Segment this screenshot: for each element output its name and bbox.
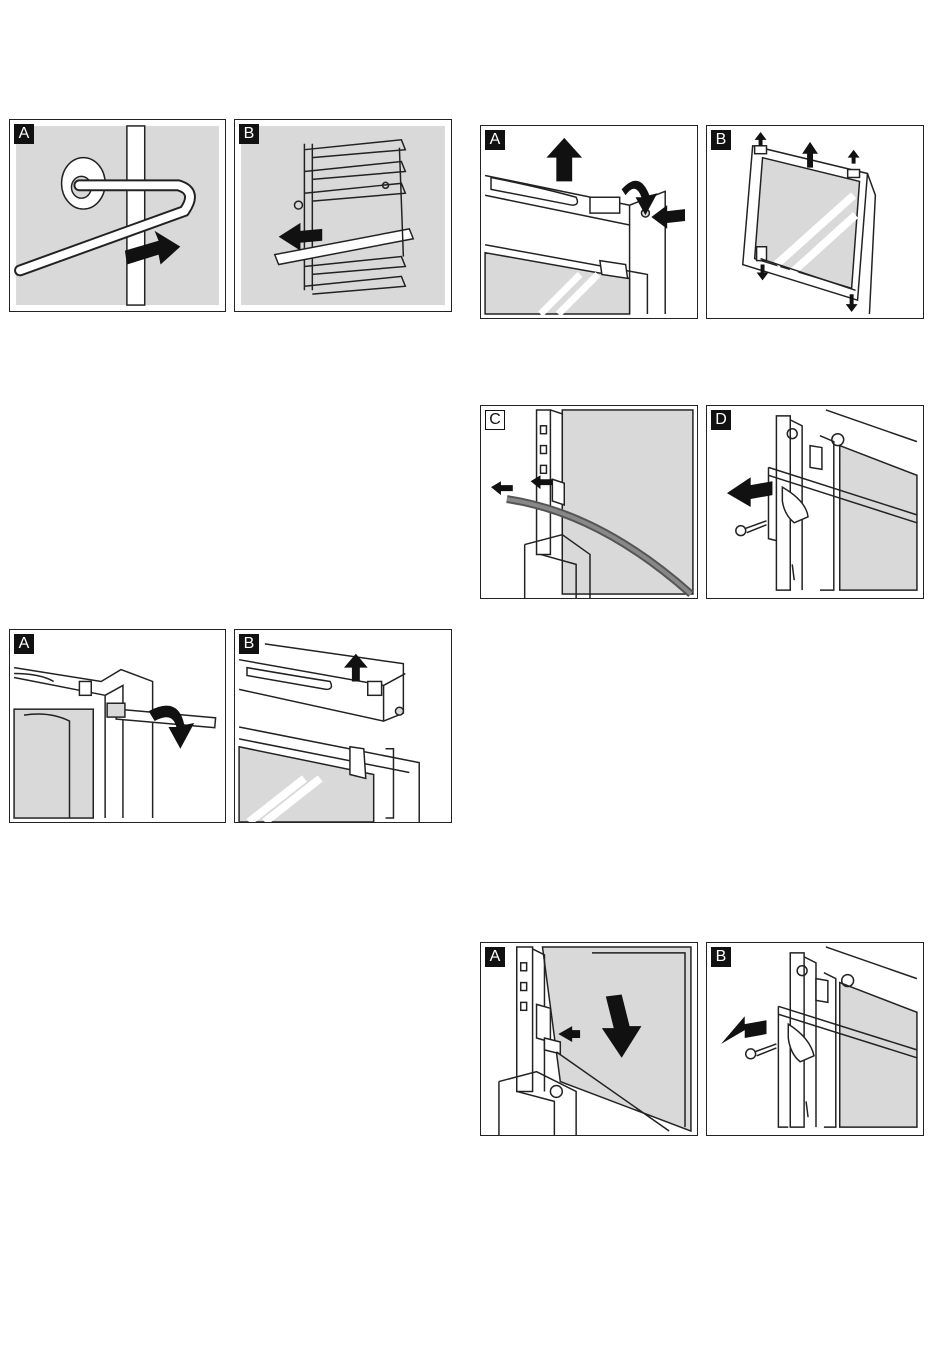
arrow-up-icon	[755, 132, 767, 146]
figure-label: C	[485, 410, 505, 430]
figure-refit-a: A	[480, 942, 698, 1136]
figure-rail-removal-b: B	[234, 119, 452, 312]
arrow-left-icon	[491, 481, 513, 495]
screw-icon	[746, 1044, 777, 1059]
rotate-arrow-icon	[622, 181, 658, 215]
figure-label: D	[711, 410, 731, 430]
figure-label: B	[239, 124, 259, 144]
arrow-left-icon	[727, 477, 773, 507]
arrow-left-icon	[651, 205, 685, 229]
door-cover-lift-illustration	[235, 630, 451, 822]
screw-icon	[736, 521, 767, 536]
figure-label: A	[14, 634, 34, 654]
figure-door-glass-a: A	[480, 125, 698, 319]
arrow-up-icon	[546, 138, 582, 182]
panel-screw-refit-illustration	[707, 943, 923, 1135]
door-refit-illustration	[481, 943, 697, 1135]
arrow-up-icon	[848, 150, 860, 164]
seal-removal-illustration	[481, 406, 697, 598]
rotate-arrow-icon	[149, 706, 195, 749]
figure-label: A	[14, 124, 34, 144]
figure-refit-b: B	[706, 942, 924, 1136]
figure-label: A	[485, 947, 505, 967]
panel-screw-removal-illustration	[707, 406, 923, 598]
rack-illustration	[235, 120, 451, 311]
figure-door-seal-c: C	[480, 405, 698, 599]
figure-label: A	[485, 130, 505, 150]
figure-label: B	[711, 947, 731, 967]
door-cover-screwdriver-illustration	[10, 630, 225, 822]
figure-door-glass-b: B	[706, 125, 924, 319]
arrow-right-icon	[721, 1016, 767, 1044]
figure-door-cover-a: A	[9, 629, 226, 823]
rail-removal-illustration	[10, 120, 225, 311]
figure-rail-removal-a: A	[9, 119, 226, 312]
figure-label: B	[711, 130, 731, 150]
top-trim-removal-illustration	[481, 126, 697, 318]
figure-door-panel-d: D	[706, 405, 924, 599]
glass-panel-lift-illustration	[707, 126, 923, 318]
figure-door-cover-b: B	[234, 629, 452, 823]
figure-label: B	[239, 634, 259, 654]
